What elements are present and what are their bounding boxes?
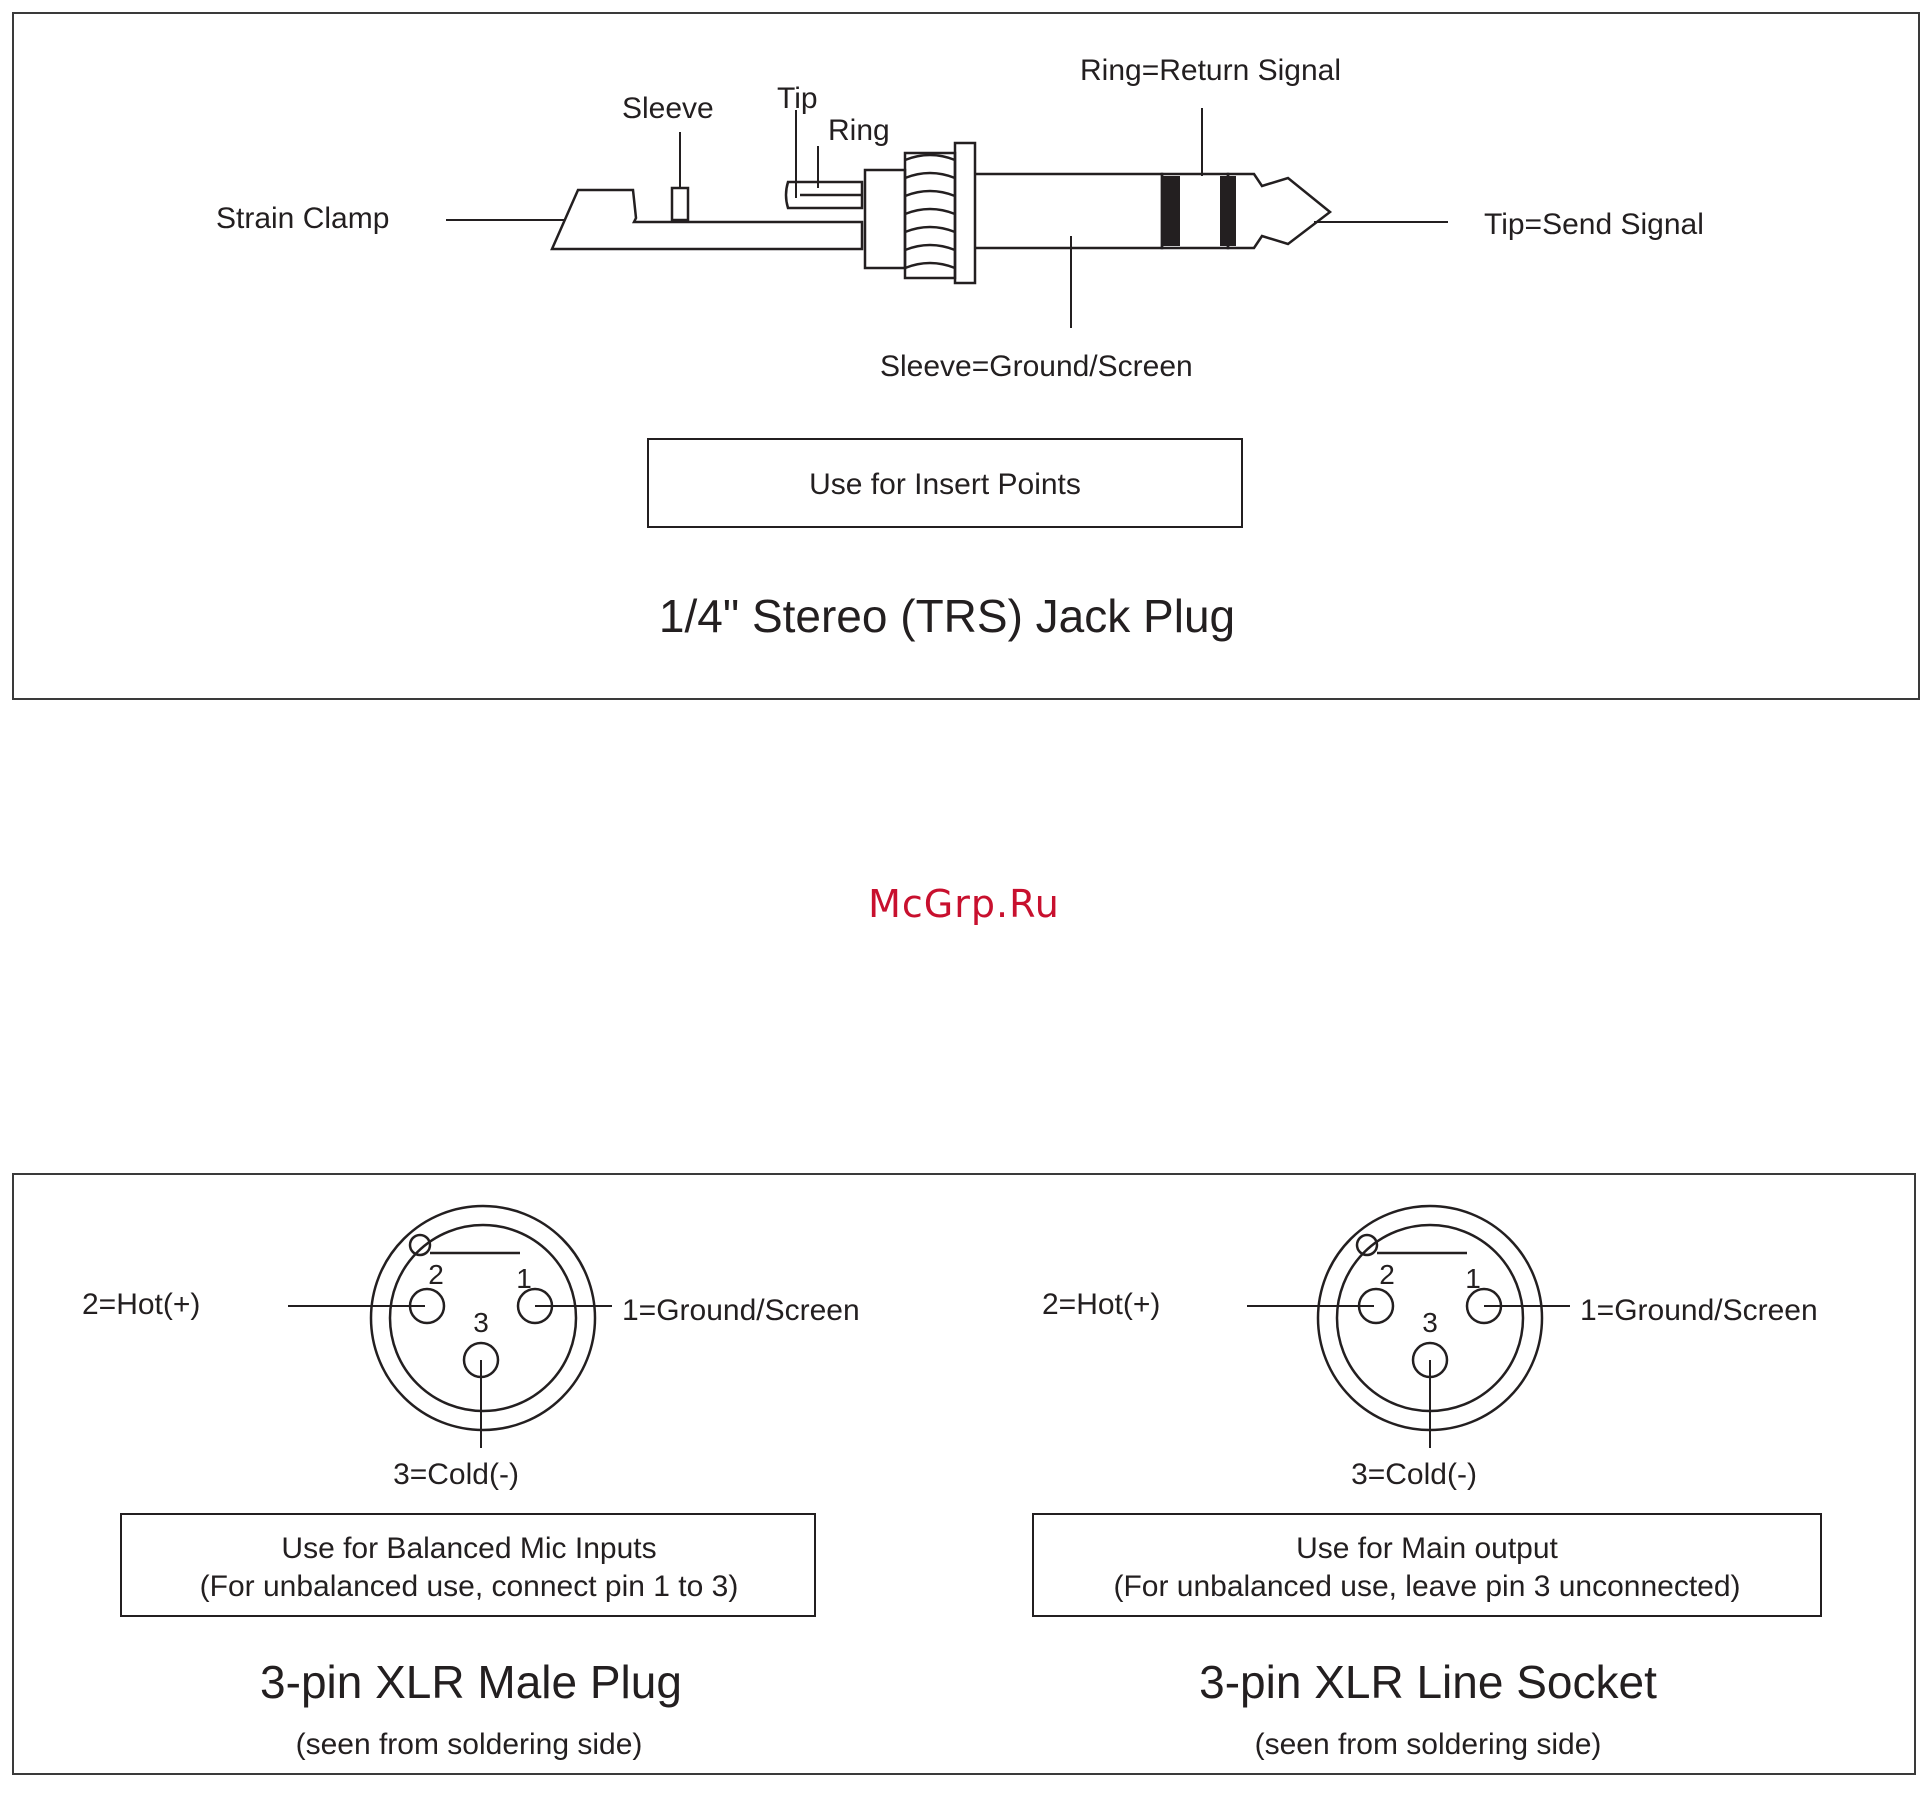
trs-usage-text: Use for Insert Points [809, 468, 1081, 501]
xlr-male-key-notch [408, 1233, 432, 1257]
xlr-panel [12, 1173, 1916, 1775]
sleeve-ground-label: Sleeve=Ground/Screen [880, 350, 1193, 383]
xlr-socket-pin-3-number: 3 [1422, 1307, 1438, 1338]
xlr-male-connector: 2 1 3 2=Hot(+) 1=Ground/Screen 3=Cold(-)… [82, 1204, 860, 1761]
xlr-male-usage-box [120, 1513, 816, 1617]
xlr-male-title: 3-pin XLR Male Plug [260, 1656, 682, 1708]
xlr-socket-pin-1-number: 1 [1465, 1263, 1481, 1294]
xlr-male-cold-label: 3=Cold(-) [393, 1458, 519, 1491]
insulator-band-1 [1162, 176, 1180, 246]
xlr-socket-pin-2-number: 2 [1379, 1259, 1395, 1290]
trs-title: 1/4" Stereo (TRS) Jack Plug [659, 590, 1235, 642]
xlr-male-pin-1-number: 1 [516, 1263, 532, 1294]
xlr-male-inner-ring [388, 1223, 578, 1413]
xlr-socket-usage-box [1032, 1513, 1822, 1617]
xlr-male-pin-3-number: 3 [473, 1307, 489, 1338]
xlr-socket-usage-line2: (For unbalanced use, leave pin 3 unconne… [1113, 1570, 1740, 1603]
xlr-male-subtitle: (seen from soldering side) [296, 1728, 643, 1761]
tip-solder-tab [784, 180, 864, 210]
collar-threads [904, 153, 956, 270]
trs-jack-panel [12, 12, 1920, 700]
xlr-socket-connector: 2 1 3 2=Hot(+) 1=Ground/Screen 3=Cold(-)… [1032, 1204, 1822, 1761]
xlr-male-usage-line2: (For unbalanced use, connect pin 1 to 3) [200, 1570, 739, 1603]
xlr-male-ground-label: 1=Ground/Screen [622, 1294, 860, 1327]
xlr-male-hot-label: 2=Hot(+) [82, 1288, 200, 1321]
xlr-socket-title: 3-pin XLR Line Socket [1199, 1656, 1657, 1708]
plug-flange [953, 141, 977, 285]
plug-tip [1226, 172, 1333, 250]
xlr-male-usage-line1: Use for Balanced Mic Inputs [281, 1532, 656, 1565]
xlr-socket-hot-label: 2=Hot(+) [1042, 1288, 1160, 1321]
trs-usage-box [647, 438, 1243, 528]
xlr-male-pin-2-number: 2 [428, 1259, 444, 1290]
ring-return-label: Ring=Return Signal [1080, 54, 1341, 87]
xlr-socket-ground-label: 1=Ground/Screen [1580, 1294, 1818, 1327]
watermark: McGrp.Ru [868, 882, 1060, 926]
strain-clamp-shape [550, 188, 864, 251]
sleeve-label: Sleeve [622, 92, 714, 125]
xlr-socket-cold-label: 3=Cold(-) [1351, 1458, 1477, 1491]
xlr-socket-subtitle: (seen from soldering side) [1255, 1728, 1602, 1761]
xlr-socket-key-notch [1355, 1233, 1379, 1257]
xlr-male-outer-ring [369, 1204, 597, 1432]
insulator-band-2 [1220, 176, 1236, 246]
tip-label: Tip [777, 82, 818, 115]
tip-send-label: Tip=Send Signal [1484, 208, 1704, 241]
strain-clamp-label: Strain Clamp [216, 202, 389, 235]
xlr-socket-usage-line1: Use for Main output [1296, 1532, 1558, 1565]
ring-label: Ring [828, 114, 890, 147]
trs-jack-diagram: Strain Clamp Sleeve Tip Ring Ring=Return… [216, 54, 1704, 642]
